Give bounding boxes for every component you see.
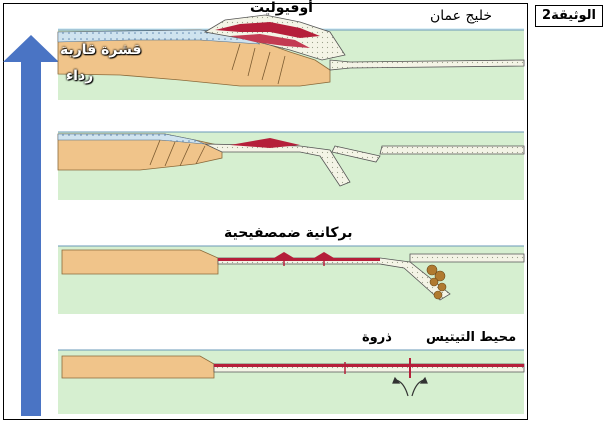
- panel-1-collision: [57, 14, 525, 100]
- document-label: الوثيقة2: [535, 5, 603, 27]
- panel-2-ophiolite: [230, 138, 300, 148]
- diagram-frame: [3, 3, 528, 420]
- label-ophiolite: أوفيوليت: [250, 0, 313, 16]
- label-continental-crust: قشرة قارية: [60, 42, 142, 58]
- panel-4-continental-crust: [61, 355, 215, 379]
- label-mantle: رداء: [66, 68, 94, 84]
- time-arrow: [3, 35, 59, 416]
- magma-blobs: [426, 264, 447, 300]
- label-gulf-of-oman: خليج عمان: [430, 8, 492, 24]
- panel-3-continental-crust: [61, 249, 219, 275]
- panel-4-tethys-ocean: [58, 349, 525, 414]
- divergence-arrows: [392, 376, 428, 397]
- panel-3-intra-plate-subduction: [58, 245, 525, 314]
- label-ridge: ذروة: [362, 330, 392, 345]
- label-volcanism: بركانية ضمصفيحية: [224, 225, 353, 241]
- panel-2-obduction: [57, 131, 525, 200]
- volcano-1: [274, 252, 294, 258]
- volcano-2: [314, 252, 334, 258]
- label-tethys-ocean: محيط التيتيس: [426, 330, 517, 345]
